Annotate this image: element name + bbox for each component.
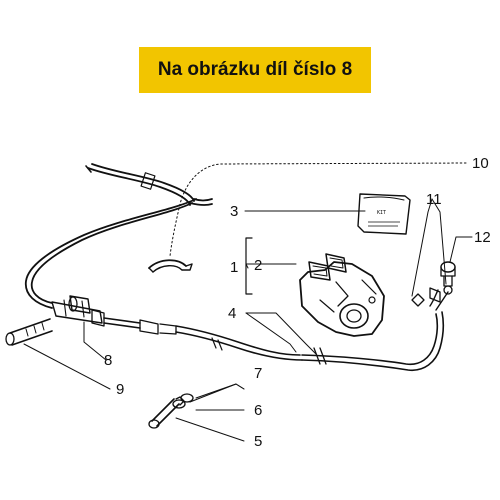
- kit-bag-label: KIT: [377, 210, 386, 216]
- brake-caliper: [299, 261, 385, 337]
- callout-1: 1: [230, 259, 238, 276]
- part-number-banner: Na obrázku díl číslo 8: [139, 47, 371, 93]
- bleeder-bolt: [148, 396, 185, 429]
- banner-text: Na obrázku díl číslo 8: [157, 59, 353, 80]
- callout-7: 7: [254, 365, 262, 382]
- callout-10-leader: [169, 162, 467, 257]
- callout-4: 4: [228, 305, 236, 322]
- callout-10: 10: [472, 155, 489, 172]
- callout-5: 5: [254, 433, 262, 450]
- brake-pads: [308, 253, 347, 281]
- callout-6: 6: [254, 402, 262, 419]
- banjo-bolt: [440, 261, 456, 287]
- callout-9: 9: [116, 381, 124, 398]
- washers: [172, 393, 194, 409]
- upper-brake-hose: [85, 163, 213, 206]
- callout-8: 8: [104, 352, 112, 369]
- callout-11: 11: [426, 191, 442, 208]
- pad-kit-bag: [357, 193, 411, 235]
- brake-cable: [103, 317, 303, 361]
- callout-12: 12: [474, 229, 491, 246]
- left-brake-hose: [24, 198, 197, 309]
- callout-2: 2: [254, 257, 262, 274]
- mounting-screw: [5, 318, 53, 346]
- hose-clamp: [148, 259, 193, 273]
- hose-union-block: [51, 295, 105, 327]
- part-1-bracket: [245, 237, 253, 295]
- callout-3: 3: [230, 203, 238, 220]
